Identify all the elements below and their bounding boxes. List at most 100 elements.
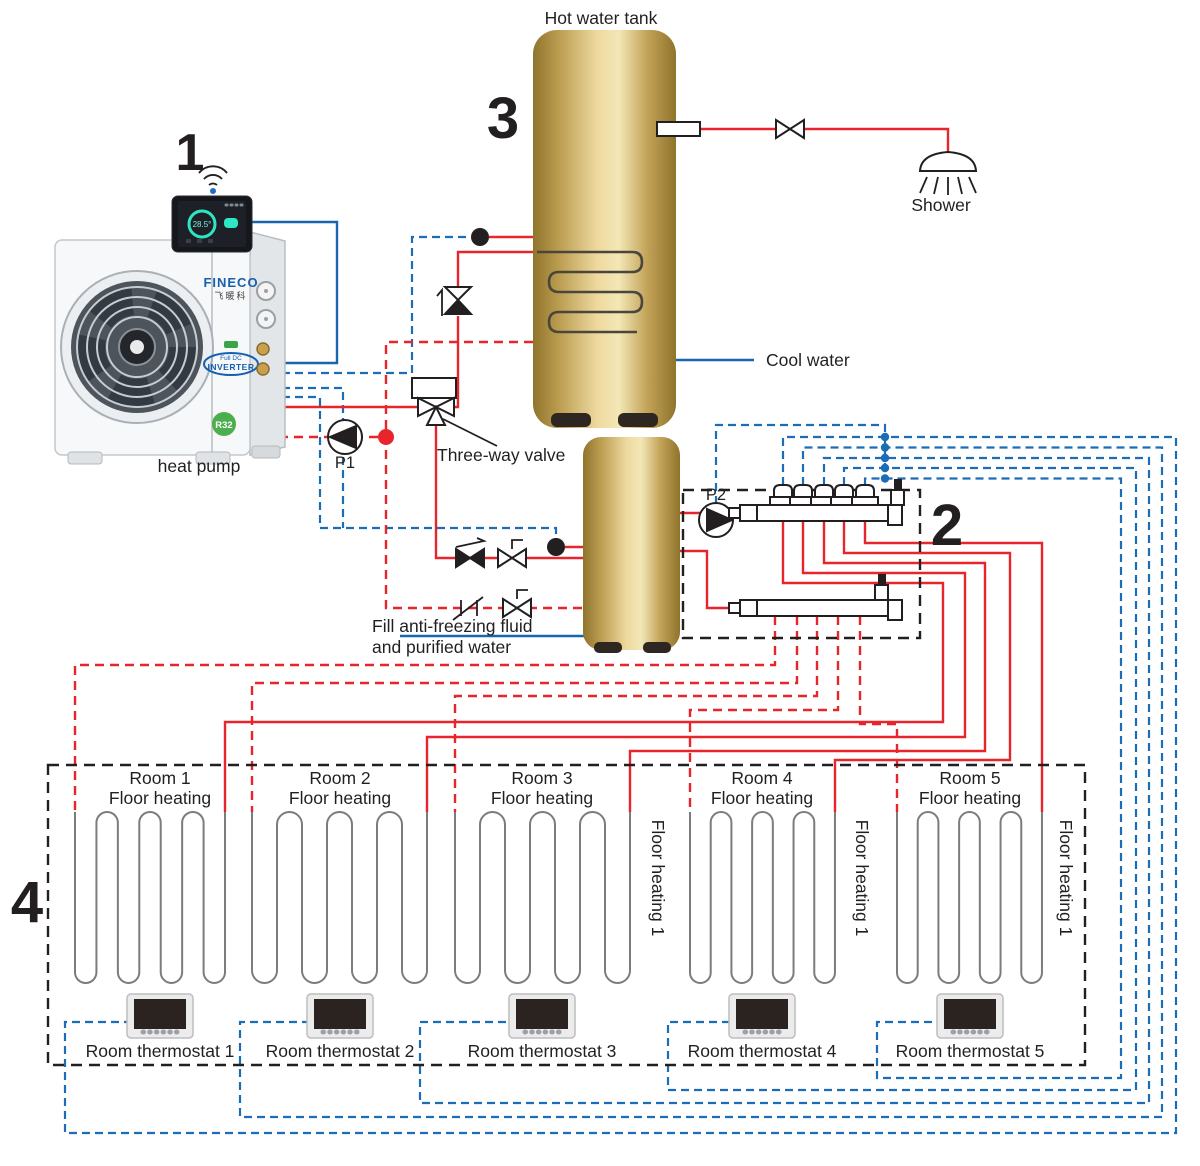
check-valve-buffer-supply: [455, 537, 487, 569]
shower-spray-lines: [919, 176, 977, 195]
room-name: Room 5: [939, 768, 1000, 788]
wire-controller-to-heatpump: [252, 220, 339, 365]
room-sub: Floor heating: [919, 788, 1021, 808]
svg-text:Full DC: Full DC: [220, 355, 242, 362]
fill-label-line2: and purified water: [372, 637, 511, 657]
three-way-valve-pointer: [442, 418, 498, 447]
return-line-room-1: [73, 616, 777, 812]
floor-coil: [689, 811, 836, 984]
floor-heating-frame: [46, 763, 1087, 1067]
tank-outlet-fitting: [656, 121, 701, 137]
supply-line-room-2: [425, 521, 967, 812]
thermostat-label: Room thermostat 5: [896, 1041, 1045, 1061]
control-wire-zone-3: [418, 456, 1151, 1105]
svg-text:INVERTER: INVERTER: [208, 362, 255, 372]
supply-line-room-3: [628, 521, 987, 812]
hot-water-tank: [533, 30, 701, 428]
floor-zone-label: Floor heating 1: [852, 820, 872, 937]
room-name: Room 4: [731, 768, 793, 788]
supply-line-room-4: [833, 521, 1012, 812]
power-pill: [224, 218, 238, 228]
section-number-1: 1: [176, 124, 205, 182]
supply-line-room-1: [223, 521, 945, 812]
room-thermostat-device: [936, 993, 1004, 1039]
pump2-label: P2: [706, 486, 726, 504]
shower-head-icon: [918, 150, 978, 172]
refrigerant-badge: [212, 412, 236, 436]
control-bus-junction-dots: [880, 432, 890, 483]
room-thermostat-device: [126, 993, 194, 1039]
zone-actuator: [830, 484, 858, 506]
room-name: Room 2: [309, 768, 370, 788]
fill-label-line1: Fill anti-freezing fluid: [372, 616, 532, 636]
floor-coil: [251, 811, 428, 984]
flow-arrow-right: [455, 537, 487, 548]
floor-coil: [454, 811, 631, 984]
brand-logo-cn: 飞暖科: [214, 290, 247, 301]
pump1-label: P1: [335, 454, 355, 472]
heat-pump-label: heat pump: [158, 456, 241, 476]
room-name: Room 3: [511, 768, 572, 788]
floor-zone-label: Floor heating 1: [648, 820, 668, 937]
controller-temp: 28.5°: [193, 220, 212, 229]
pipe-buffer-to-return-manifold: [680, 549, 733, 610]
room-4: Room 4 Floor heating Room thermostat 4: [688, 768, 837, 1061]
return-line-room-4: [688, 616, 840, 812]
pipe-return-tank-to-pump1: [384, 340, 585, 610]
zone-actuator: [851, 484, 879, 506]
room-thermostat-device: [508, 993, 576, 1039]
control-wire-pump2: [714, 423, 887, 504]
room-3: Room 3 Floor heating Room thermostat 3: [454, 768, 631, 1061]
room-name: Room 1: [129, 768, 190, 788]
wifi-controller: 28.5°: [171, 165, 253, 253]
fan-icon: [60, 270, 214, 424]
thermostat-label: Room thermostat 1: [86, 1041, 235, 1061]
control-wire-tank-sensor: [282, 235, 469, 375]
return-line-room-2: [250, 616, 799, 812]
supply-manifold-actuators: [769, 484, 879, 506]
thermostat-label: Room thermostat 2: [266, 1041, 415, 1061]
pipe-fitting: [256, 342, 270, 356]
room-sub: Floor heating: [491, 788, 593, 808]
pipe-shower-line: [700, 127, 950, 153]
pump-p2: [698, 502, 735, 538]
heat-pump-unit: FINECO 飞暖科 Full DC INVERTER R32: [54, 231, 286, 465]
inverter-badge: [203, 352, 259, 376]
room-sub: Floor heating: [289, 788, 391, 808]
room-5: Room 5 Floor heating Room thermostat 5: [896, 768, 1045, 1061]
shower-valve: [775, 118, 805, 140]
air-vent: [890, 489, 905, 506]
control-wire-zone-4: [666, 466, 1138, 1092]
flow-arrow-up: [436, 287, 443, 316]
return-line-room-3: [453, 616, 819, 812]
svg-text:R32: R32: [215, 420, 232, 431]
check-valve-vertical: [436, 286, 474, 316]
hot-water-tank-label: Hot water tank: [545, 8, 658, 28]
shower: [918, 150, 978, 195]
section-number-3: 3: [487, 86, 519, 151]
fill-valve-a: [452, 596, 484, 621]
room-2: Room 2 Floor heating Room thermostat 2: [251, 768, 428, 1061]
pipe-fitting: [256, 362, 270, 376]
room-thermostat-device: [306, 993, 374, 1039]
return-line-room-5: [858, 616, 899, 812]
buffer-temperature-sensor: [547, 538, 565, 556]
air-vent: [874, 584, 889, 601]
pipe-junction-dot: [378, 429, 394, 445]
wifi-icon: [198, 165, 228, 186]
room-1: Room 1 Floor heating Room thermostat 1: [74, 768, 235, 1061]
room-sub: Floor heating: [711, 788, 813, 808]
control-wire-buffer-sensor-a: [282, 386, 345, 528]
control-wire-zone-2: [238, 446, 1164, 1119]
room-sub: Floor heating: [109, 788, 211, 808]
thermostat-label: Room thermostat 3: [468, 1041, 617, 1061]
thermostat-label: Room thermostat 4: [688, 1041, 837, 1061]
control-wire-zone-1: [63, 435, 1178, 1135]
pipe-valve-to-tank-coil: [452, 250, 537, 409]
buffer-tank: [583, 437, 680, 653]
fill-valve-b: [502, 589, 532, 619]
room-thermostat-device: [728, 993, 796, 1039]
cool-water-label: Cool water: [766, 350, 850, 370]
